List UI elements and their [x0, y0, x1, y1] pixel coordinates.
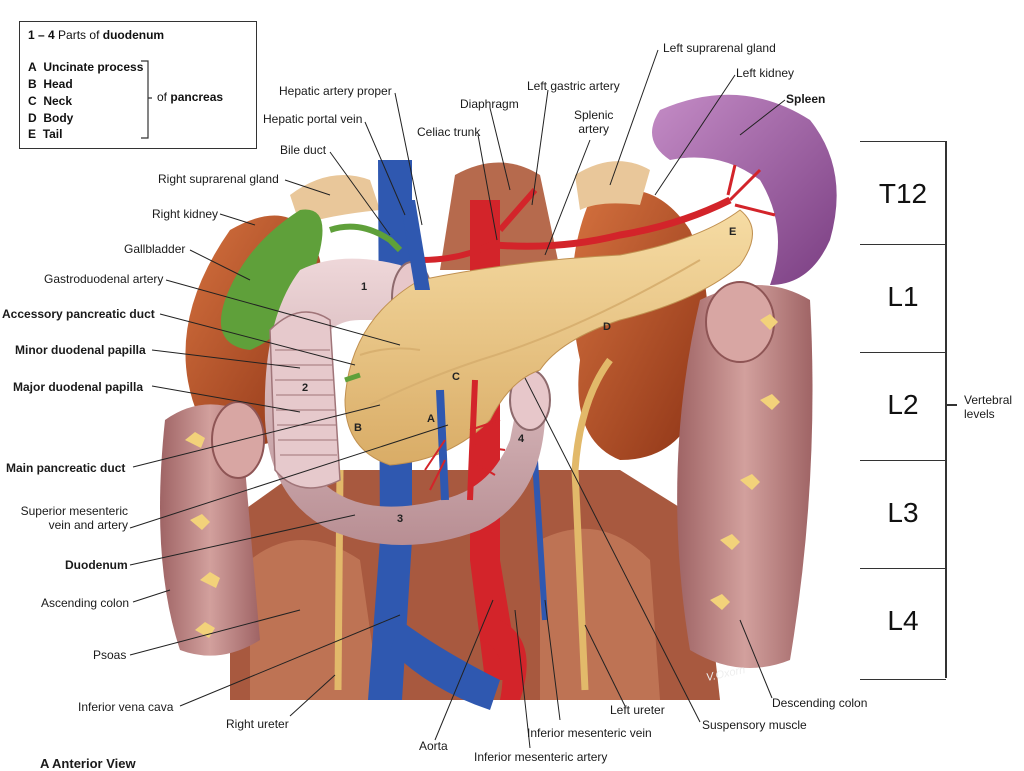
accessory-pancreatic-duct: [359, 347, 421, 356]
spleen-label: Spleen: [786, 92, 826, 106]
view-caption: A Anterior View: [40, 756, 136, 771]
legend-item-d: D Body: [28, 111, 74, 125]
vertebral-levels-label: Vertebral levels: [964, 393, 1013, 421]
level-l2: L2: [860, 352, 946, 461]
label-pancreas-d: D: [603, 321, 611, 333]
hepatic-portal-vein: [400, 200, 430, 290]
left-ureter-label: Left ureter: [610, 703, 665, 717]
bile-duct: [329, 223, 403, 253]
psoas-label: Psoas: [93, 648, 127, 662]
inferior-mesenteric-artery-label: Inferior mesenteric artery: [474, 750, 608, 764]
legend-parts-line: 1 – 4 Parts of duodenum: [28, 28, 164, 42]
left-ureter: [571, 357, 613, 691]
inferior-mesenteric-vein-label: Inferior mesenteric vein: [527, 726, 652, 740]
hepatic-artery-proper-label: Hepatic artery proper: [279, 84, 392, 98]
superior-mesenteric-artery: [467, 379, 478, 501]
sma-branches: [424, 419, 506, 491]
splenic-artery-label: Splenic artery: [574, 108, 614, 136]
legend-box: 1 – 4 Parts of duodenum A Uncinate proce…: [19, 21, 257, 149]
level-l1: L1: [860, 244, 946, 353]
descending-colon-label: Descending colon: [772, 696, 868, 710]
legend-bracket: [141, 60, 152, 139]
duodenum-opened-wall: [269, 311, 341, 489]
label-pancreas-b: B: [354, 422, 362, 434]
level-l4: L4: [860, 568, 946, 680]
accessory-pancreatic-duct-label: Accessory pancreatic duct: [2, 307, 155, 321]
left-suprarenal-gland-label: Left suprarenal gland: [663, 41, 776, 55]
celiac-trunk-label: Celiac trunk: [417, 125, 481, 139]
left-suprarenal-gland: [575, 161, 650, 210]
label-duodenum-part-3: 3: [397, 513, 404, 525]
right-suprarenal-gland-label: Right suprarenal gland: [158, 172, 279, 186]
left-kidney-label: Left kidney: [736, 66, 795, 80]
label-pancreas-c: C: [452, 371, 460, 383]
legend-parts-text: Parts of: [58, 28, 100, 42]
label-pancreas-e: E: [729, 226, 737, 238]
left-gastric-artery: [497, 188, 538, 232]
hepatic-portal-vein-label: Hepatic portal vein: [263, 112, 363, 126]
label-duodenum-part-1: 1: [361, 281, 368, 293]
gallbladder: [220, 209, 323, 350]
ascending-colon-label: Ascending colon: [41, 596, 130, 610]
aorta-label: Aorta: [419, 739, 448, 753]
legend-item-e: E Tail: [28, 127, 63, 141]
level-t12: T12: [860, 141, 946, 250]
main-pancreatic-duct: [369, 259, 701, 406]
label-duodenum-part-2: 2: [302, 382, 309, 394]
right-psoas: [250, 540, 380, 700]
inferior-vena-cava-label: Inferior vena cava: [78, 700, 174, 714]
minor-duodenal-papilla-label: Minor duodenal papilla: [15, 343, 146, 357]
mucosal-folds: [275, 349, 337, 456]
legend-item-a: A Uncinate process: [28, 60, 144, 74]
bile-duct-label: Bile duct: [280, 143, 327, 157]
legend-parts-range: 1 – 4: [28, 28, 55, 42]
diaphragm-label: Diaphragm: [460, 97, 519, 111]
superior-mesenteric-label: Superior mesenteric vein and artery: [20, 504, 128, 532]
legend-of-pancreas: of pancreas: [157, 90, 224, 104]
levels-bracket-tick: [945, 404, 957, 406]
splenic-branches: [726, 164, 776, 217]
label-pancreas-a: A: [427, 413, 435, 425]
pancreas: [344, 209, 753, 466]
major-duodenal-papilla-label: Major duodenal papilla: [13, 380, 144, 394]
minor-papilla-duct: [344, 372, 361, 383]
suspensory-muscle-label: Suspensory muscle: [702, 718, 807, 732]
spleen: [652, 94, 837, 285]
colon-cut-right: [211, 401, 265, 479]
left-psoas: [540, 528, 660, 700]
gastroduodenal-artery-label: Gastroduodenal artery: [44, 272, 164, 286]
label-duodenum-part-4: 4: [518, 433, 525, 445]
main-pancreatic-duct-label: Main pancreatic duct: [6, 461, 126, 475]
leader-lines: [129, 49, 786, 749]
legend-item-c: C Neck: [28, 94, 73, 108]
levels-bracket-line: [945, 141, 947, 678]
descending-colon: [677, 285, 813, 668]
right-kidney-label: Right kidney: [152, 207, 219, 221]
level-l3: L3: [860, 460, 946, 569]
gallbladder-label: Gallbladder: [124, 242, 186, 256]
splenic-artery: [494, 196, 732, 250]
right-ureter-label: Right ureter: [226, 717, 289, 731]
common-iliac-vein: [390, 620, 500, 710]
duodenum-label: Duodenum: [65, 558, 128, 572]
legend-parts-bold: duodenum: [102, 28, 165, 42]
left-gastric-artery-label: Left gastric artery: [527, 79, 620, 93]
legend-item-b: B Head: [28, 77, 73, 91]
common-iliac-left: [480, 620, 527, 700]
